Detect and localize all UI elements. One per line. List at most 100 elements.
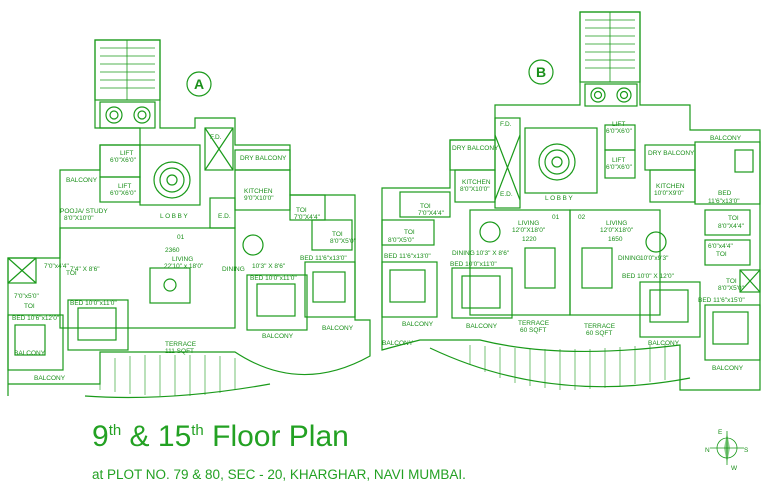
tower-b-balcony-r: BALCONY: [648, 340, 680, 347]
tower-a-toi-b: TOI: [332, 231, 343, 238]
tower-a-pooja: POOJA/ STUDY: [60, 208, 108, 215]
tower-a-area: 2360: [165, 247, 180, 254]
tower-b-flat-1: 01: [552, 214, 560, 221]
tower-b-toi-l: TOI: [420, 203, 431, 210]
tower-b-badge-circle: [528, 59, 554, 85]
tower-a-dining-dim: 10'3" X 8'6": [252, 263, 286, 270]
tower-a-balcony-top: BALCONY: [66, 177, 98, 184]
tower-b-bed-r2-label: BED 11'6"x15'0": [698, 297, 745, 304]
tower-b-toi-l2-dim: 8'0"X5'0": [388, 237, 415, 244]
plan-subtitle: at PLOT NO. 79 & 80, SEC - 20, KHARGHAR,…: [92, 467, 466, 482]
tower-b-lift-1-dim: 6'0"X6'0": [606, 128, 633, 135]
tower-b-bed-r1: [639, 281, 701, 338]
tower-a-flat-no: 01: [177, 234, 185, 241]
tower-a-balcony-l: BALCONY: [34, 375, 66, 382]
tower-a-balcony-r: BALCONY: [322, 325, 354, 332]
title-s1: th: [108, 422, 122, 439]
tower-a-kitchen: KITCHEN: [244, 188, 273, 195]
tower-b-area-l: 1220: [522, 236, 537, 243]
tower-a-badge: A: [194, 76, 204, 92]
tower-a-bed-3: [246, 274, 308, 331]
tower-a-ahu: [99, 101, 156, 129]
tower-b-ed: E.D.: [500, 191, 513, 198]
title-end: Floor Plan: [203, 420, 349, 453]
tower-b-toi-l-dim: 7'0"X4'4": [418, 210, 445, 217]
tower-b-terrace-r-area: 60 SQFT: [586, 330, 612, 337]
tower-b-lobby-room: [524, 127, 598, 194]
tower-a-dining: DINING: [222, 266, 245, 273]
tower-a-pooja-dim: 8'0"X10'0": [64, 215, 94, 222]
tower-b-dining-l: DINING: [452, 250, 475, 257]
compass-w: W: [731, 465, 738, 471]
tower-a-toi-a-dim: 7'0"X4'4": [294, 214, 321, 221]
tower-b-dining-r-dim: 10'0"x9'3": [640, 255, 669, 262]
tower-b-dining-r: DINING: [618, 255, 641, 262]
tower-b-dining-l-dim: 10'3" X 8'6": [476, 250, 510, 257]
tower-b-badge: B: [536, 64, 546, 80]
tower-b-balcony-l: BALCONY: [402, 321, 434, 328]
title-s2: th: [191, 422, 204, 439]
tower-b-balcony-tr: BALCONY: [710, 135, 742, 142]
tower-b-living-l: LIVING: [518, 220, 539, 227]
tower-a-bed-2: [67, 299, 129, 351]
tower-b-kitchen-l: KITCHEN: [462, 179, 491, 186]
tower-b-balcony-m: BALCONY: [466, 323, 498, 330]
floor-plan-drawing: A LIFT 6'0"X6'0" LIFT 6'0"X6'0" F.D. E.D…: [7, 11, 761, 399]
tower-b-bed-tr-dim: 11'6"x13'0": [708, 198, 740, 205]
tower-a-toi-c: TOI: [66, 270, 77, 277]
tower-a-terrace: TERRACE: [165, 341, 197, 348]
tower-b-bed-l2: [451, 267, 513, 319]
tower-b-toi-l2: TOI: [404, 229, 415, 236]
tower-a-ed: E.D.: [218, 213, 231, 220]
tower-b-living-l-dim: 12'0"X18'0": [512, 227, 546, 234]
compass-e: E: [718, 429, 723, 436]
tower-b-kitchen-l-dim: 8'0"X10'0": [460, 186, 490, 193]
tower-b-lobby: LOBBY: [545, 195, 574, 202]
tower-a-toi-c-dim: 7'0"x4'4": [44, 263, 69, 270]
tower-b-flat-2: 02: [578, 214, 586, 221]
tower-a-living-dim: 22'10" x 18'0": [164, 263, 204, 270]
tower-a-living: LIVING: [172, 256, 193, 263]
tower-a-bed-3-label: BED 10'0"x11'0": [250, 275, 297, 282]
tower-a-kitchen-dim: 9'0"X10'0": [244, 195, 274, 202]
tower-a-passage-dim: 7'4" X 8'6": [70, 266, 100, 273]
tower-a-lift-1-dim: 6'0"X6'0": [110, 157, 137, 164]
tower-b-bed-r2: [704, 304, 761, 361]
tower-a-lobby: LOBBY: [160, 213, 189, 220]
tower-a-toi-d-dim: 7'0"x5'0": [14, 293, 39, 300]
tower-a-bed-4: [304, 261, 356, 318]
tower-a-lobby-medallion: [153, 161, 191, 199]
tower-a-dry-balcony: DRY BALCONY: [240, 155, 287, 162]
title-mid: & 15: [121, 420, 192, 453]
tower-a-toi-a: TOI: [296, 207, 307, 214]
tower-b-bed-r1-label: BED 10'0" X 12'0": [622, 273, 675, 280]
tower-a-stair-shaft: [94, 39, 161, 101]
tower-b-area-r: 1650: [608, 236, 623, 243]
tower-b-toi-r1-dim: 8'0"X4'4": [718, 223, 745, 230]
tower-b-lobby-medallion: [538, 143, 576, 181]
tower-b-living-r: LIVING: [606, 220, 627, 227]
tower-b-toi-r3-dim: 8'0"X5'0": [718, 285, 745, 292]
tower-a-lift-2-dim: 6'0"X6'0": [110, 190, 137, 197]
tower-b-dry-balcony-r: DRY BALCONY: [648, 150, 695, 157]
compass-icon: E N S W: [705, 429, 749, 471]
tower-b-kitchen-r-dim: 10'0"X9'0": [654, 190, 684, 197]
tower-b-bed-tr-label: BED: [718, 190, 732, 197]
tower-b-bed-tr: [694, 141, 761, 205]
tower-a-lift-2: LIFT: [118, 183, 131, 190]
tower-a-balcony-b: BALCONY: [14, 350, 46, 357]
tower-b-kitchen-r: KITCHEN: [656, 183, 685, 190]
tower-b-terrace-l: TERRACE: [518, 320, 550, 327]
tower-a-toi-d: TOI: [24, 303, 35, 310]
tower-a-bed-1: [7, 314, 64, 371]
tower-b-bed-l1: [381, 261, 438, 318]
tower-b-toi-r2-dim: 6'0"x4'4": [708, 243, 733, 250]
compass-s: S: [744, 447, 749, 454]
tower-a-bed-1-label: BED 10'6"x12'0": [12, 315, 60, 322]
tower-b-toi-r2: TOI: [716, 251, 727, 258]
tower-b-dry-balcony-l: DRY BALCONY: [452, 145, 499, 152]
title-n1: 9: [92, 420, 109, 453]
tower-b-ahu: [584, 83, 638, 107]
tower-a-bed-4-label: BED 11'6"x13'0": [300, 255, 347, 262]
tower-a-terrace-area: 111 SQFT: [165, 348, 194, 355]
